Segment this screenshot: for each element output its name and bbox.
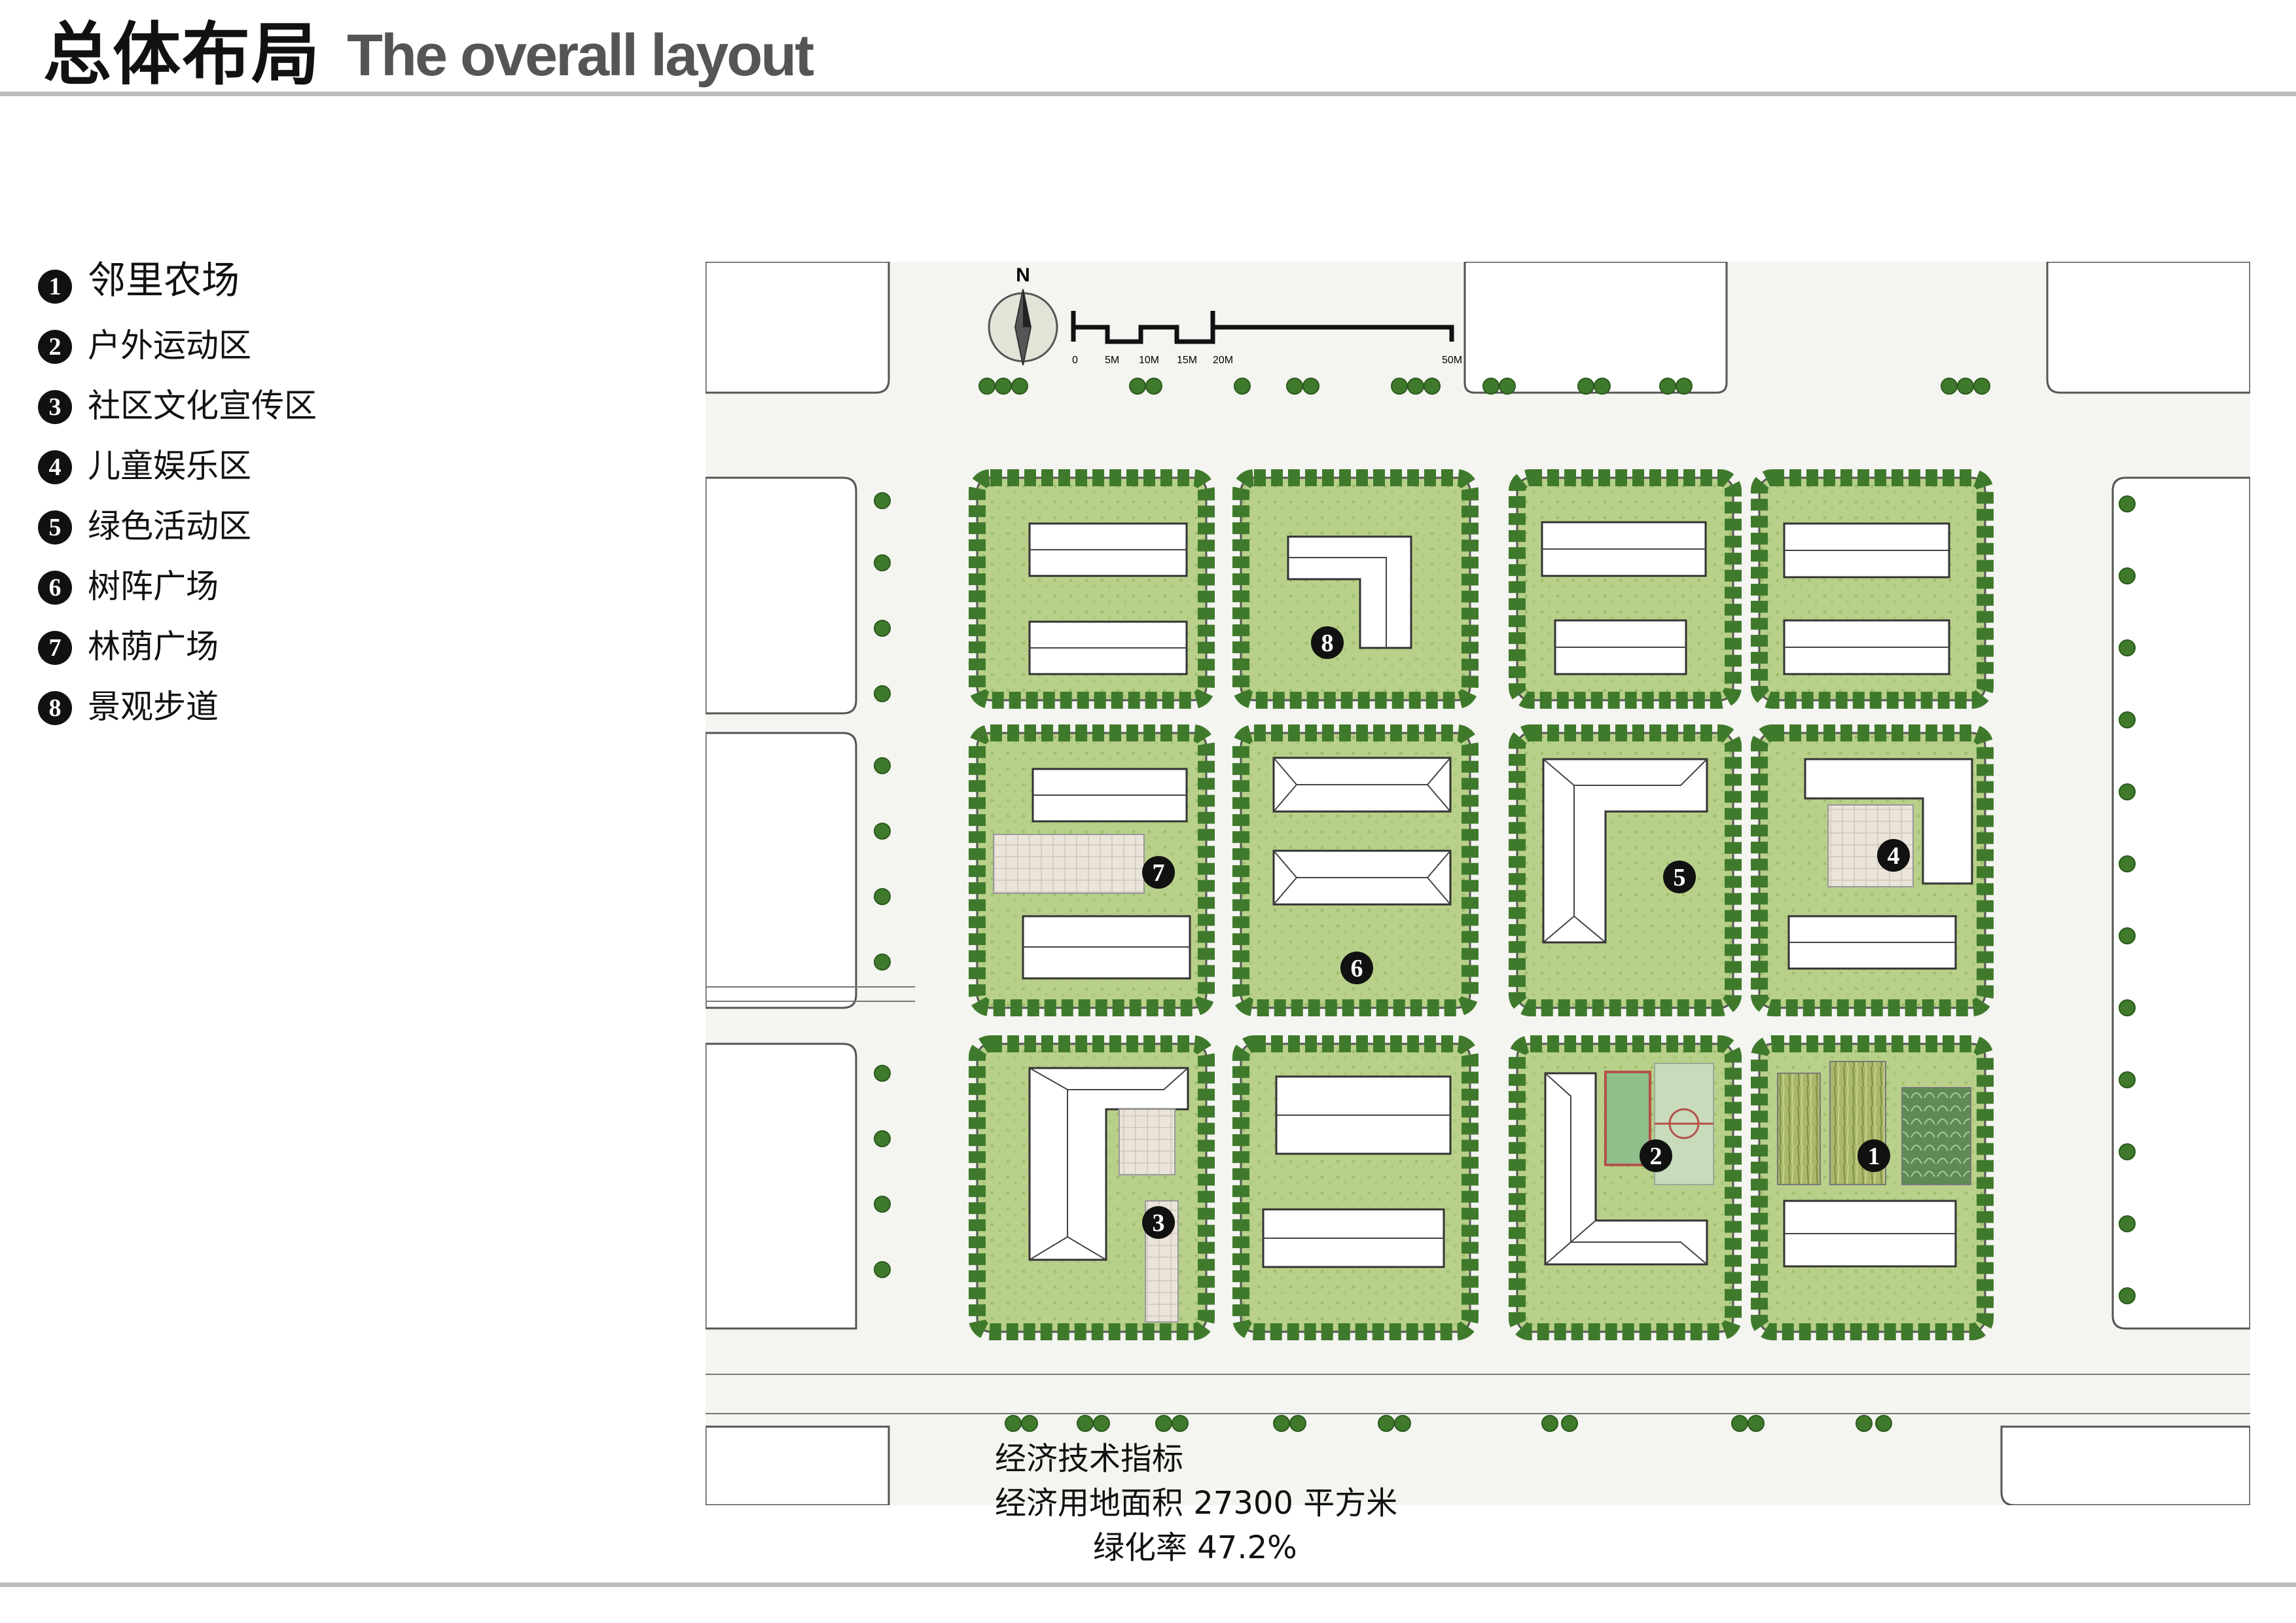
block-r1c2 <box>1232 469 1479 709</box>
zone-marker-5: 5 <box>1674 864 1686 891</box>
parcel-sw <box>706 1425 890 1505</box>
parcel-nw <box>706 262 890 394</box>
block-r2c4 <box>1751 724 1994 1016</box>
legend-label: 户外运动区 <box>88 327 251 365</box>
block-r2c1 <box>969 724 1215 1016</box>
legend-label: 社区文化宣传区 <box>88 387 317 425</box>
block-r2c3 <box>1509 724 1742 1016</box>
parcel-w3 <box>706 1043 857 1330</box>
zone-marker-4: 4 <box>1888 842 1900 870</box>
parcel-e <box>2111 476 2250 1330</box>
zone-markers: 1 2 3 4 5 6 7 8 <box>1142 626 1910 1239</box>
block-r1c1 <box>969 469 1215 709</box>
outer-parcels <box>706 262 2250 1505</box>
compass-north-label: N <box>1016 264 1030 286</box>
parcel-ne <box>2046 262 2250 394</box>
road-lines <box>706 986 2250 1414</box>
scale-bar: 0 5M 10M 15M 20M 50M <box>1071 311 1462 366</box>
page-title: 总体布局 <box>43 14 321 94</box>
legend-number-badge: 2 <box>38 330 72 364</box>
legend-number-badge: 4 <box>38 450 72 484</box>
site-plan: N 0 5M 10M 15M 20M 50M 1 2 3 4 5 6 7 8 <box>706 262 2250 1505</box>
parcel-w2 <box>706 732 857 1009</box>
zone-marker-2: 2 <box>1650 1143 1662 1170</box>
blocks <box>969 469 1994 1340</box>
legend-label: 景观步道 <box>88 688 219 726</box>
block-r1c3 <box>1509 469 1742 709</box>
scale-tick-label: 10M <box>1139 355 1159 366</box>
parcel-w1 <box>706 476 857 715</box>
legend-number-badge: 5 <box>38 510 72 544</box>
zone-marker-3: 3 <box>1153 1209 1165 1237</box>
block-r2c2 <box>1232 724 1479 1016</box>
indicators-heading: 经济技术指标 <box>995 1440 1184 1477</box>
zone-marker-7: 7 <box>1153 859 1165 887</box>
block-r3c2 <box>1232 1035 1479 1340</box>
zone-marker-6: 6 <box>1351 955 1363 982</box>
parcel-n <box>1463 262 1728 394</box>
block-r3c3 <box>1509 1035 1742 1340</box>
legend-label: 绿色活动区 <box>88 507 251 545</box>
indicator-green-rate: 绿化率 47.2% <box>1093 1529 1297 1566</box>
block-r1c4 <box>1751 469 1994 709</box>
legend-number-badge: 1 <box>38 270 72 304</box>
legend-label: 林荫广场 <box>88 628 219 666</box>
page-subtitle: The overall layout <box>347 23 814 88</box>
scale-tick-label: 0 <box>1072 355 1078 366</box>
street-trees <box>874 378 2136 1432</box>
zone-marker-1: 1 <box>1868 1143 1880 1170</box>
legend-label: 树阵广场 <box>88 567 219 605</box>
scale-tick-label: 50M <box>1442 355 1462 366</box>
parcel-se <box>2000 1425 2250 1505</box>
block-r3c4 <box>1751 1035 1994 1340</box>
scale-tick-label: 5M <box>1105 355 1119 366</box>
legend-number-badge: 8 <box>38 691 72 725</box>
legend-label: 邻里农场 <box>88 258 240 302</box>
legend-label: 儿童娱乐区 <box>88 447 251 485</box>
header-divider <box>0 92 2296 96</box>
technical-indicators: 经济技术指标 经济用地面积 27300 平方米 绿化率 47.2% <box>995 1436 1397 1570</box>
legend-number-badge: 6 <box>38 571 72 605</box>
legend-number-badge: 3 <box>38 390 72 424</box>
compass: N <box>988 264 1058 366</box>
indicator-land-area: 经济用地面积 27300 平方米 <box>995 1485 1398 1522</box>
zone-marker-8: 8 <box>1321 630 1334 657</box>
footer-divider <box>0 1582 2296 1587</box>
scale-tick-label: 20M <box>1213 355 1233 366</box>
block-r3c1 <box>969 1035 1215 1340</box>
legend-number-badge: 7 <box>38 631 72 665</box>
scale-tick-label: 15M <box>1177 355 1197 366</box>
